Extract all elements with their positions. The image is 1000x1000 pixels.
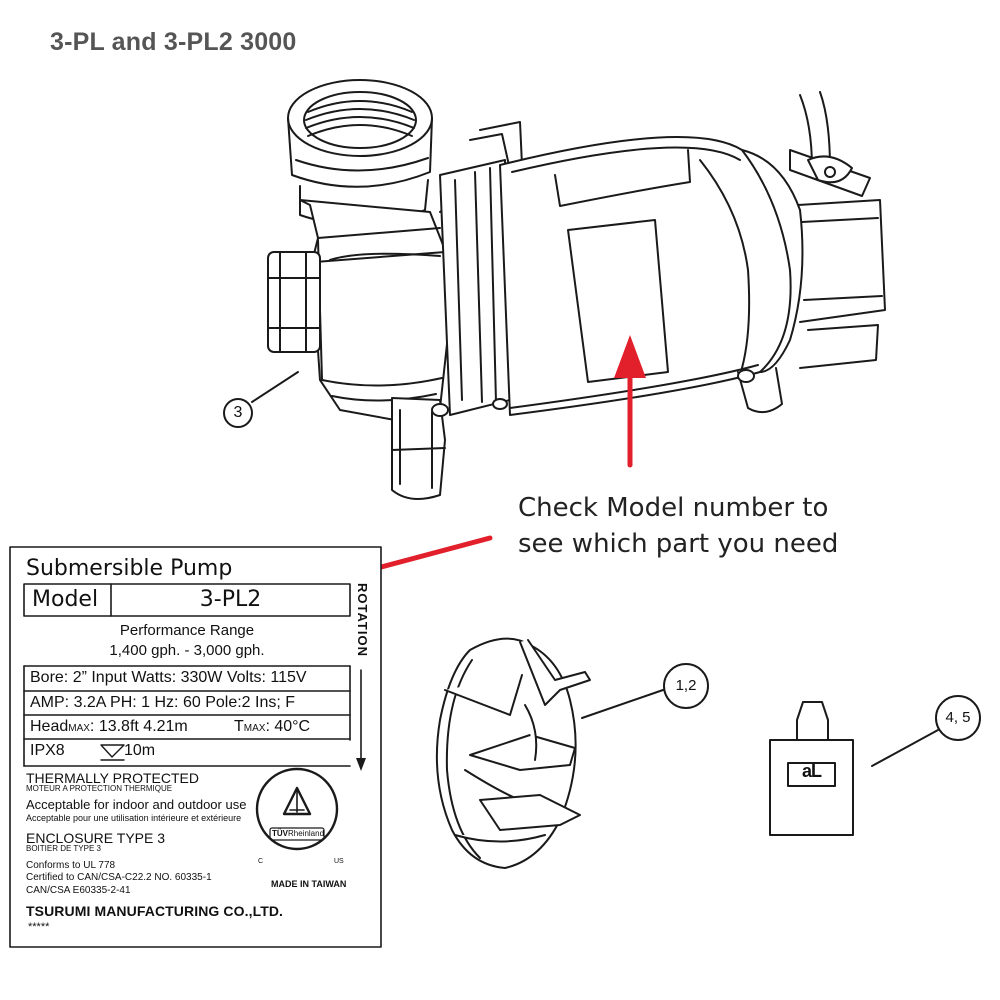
- certified-csa: Certified to CAN/CSA-C22.2 NO. 60335-1: [26, 872, 212, 883]
- callout-line-2: see which part you need: [518, 529, 839, 559]
- motor-body: [499, 136, 886, 416]
- acceptable-fr: Acceptable pour une utilisation intérieu…: [26, 813, 242, 823]
- part-number-pump: 3: [233, 404, 243, 421]
- pump-illustration: [267, 79, 886, 500]
- nameplate-model-value: 3-PL2: [199, 587, 262, 612]
- head-value: : 13.8ft 4.21m: [89, 718, 188, 735]
- enclosure-fr: BOITIER DE TYPE 3: [26, 844, 101, 853]
- page-title: 3-PL and 3-PL2 3000: [50, 28, 297, 56]
- nameplate-product: Submersible Pump: [26, 556, 233, 581]
- thermal-fr: MOTEUR A PROTECTION THERMIQUE: [26, 784, 173, 793]
- power-cable: [789, 91, 871, 197]
- volute-housing: [299, 194, 481, 421]
- acceptable-use: Acceptable for indoor and outdoor use: [26, 797, 247, 812]
- temp-sub: MAX: [243, 723, 266, 734]
- kit-label-text: aL: [801, 761, 822, 781]
- tuv-brand: TÜV: [272, 829, 288, 838]
- inlet-stub: [267, 251, 321, 353]
- ipx-rating: IPX8: [30, 742, 65, 759]
- serial: *****: [28, 921, 50, 933]
- performance-title: Performance Range: [119, 622, 255, 639]
- pump-foot-left: [391, 397, 446, 500]
- temp-value: : 40°C: [265, 718, 311, 735]
- impeller-illustration: [435, 637, 591, 869]
- temp-label: T: [234, 718, 244, 735]
- part-number-kit: 4, 5: [945, 709, 971, 726]
- enclosure-type: ENCLOSURE TYPE 3: [26, 830, 166, 846]
- tuv-logo-text: TÜVRheinland: [272, 829, 324, 838]
- callout-line-1: Check Model number to: [518, 493, 829, 523]
- head-sub: MAX: [68, 723, 90, 734]
- made-in: MADE IN TAIWAN: [271, 879, 347, 889]
- head-line: HeadMAX: 13.8ft 4.21m: [30, 718, 188, 736]
- pump-leader-line: [251, 371, 299, 403]
- pump-number-circle: [223, 398, 253, 428]
- depth-rating: 10m: [124, 742, 156, 759]
- nameplate-model-label: Model: [32, 587, 99, 612]
- flange: [431, 121, 523, 417]
- temp-line: TMAX: 40°C: [234, 718, 310, 736]
- part-number-impeller: 1,2: [675, 677, 697, 694]
- cert-us: US: [334, 858, 344, 865]
- nameplate-rotation: ROTATION: [355, 583, 370, 657]
- impeller-number-circle: [663, 663, 709, 709]
- cert-c: C: [258, 858, 264, 865]
- tuv-suffix: Rheinland: [288, 829, 325, 838]
- bore-line: Bore: 2” Input Watts: 330W Volts: 115V: [30, 669, 307, 686]
- nameplate-frame: [9, 546, 382, 948]
- conforms-ul: Conforms to UL 778: [26, 860, 116, 871]
- head-label: Head: [30, 718, 69, 735]
- amp-line: AMP: 3.2A PH: 1 Hz: 60 Pole:2 Ins; F: [30, 694, 296, 711]
- kit-bag-illustration: [769, 701, 854, 836]
- callout-text: Check Model number to see which part you…: [518, 490, 838, 562]
- impeller-leader-line: [581, 689, 664, 719]
- kit-number-circle: [935, 695, 981, 741]
- performance-range: 1,400 gph. - 3,000 gph.: [109, 642, 265, 659]
- manufacturer: TSURUMI MANUFACTURING CO.,LTD.: [26, 903, 284, 919]
- kit-leader-line: [871, 729, 939, 767]
- thermal-protected: THERMALLY PROTECTED: [26, 770, 199, 786]
- can-csa: CAN/CSA E60335-2-41: [26, 885, 131, 896]
